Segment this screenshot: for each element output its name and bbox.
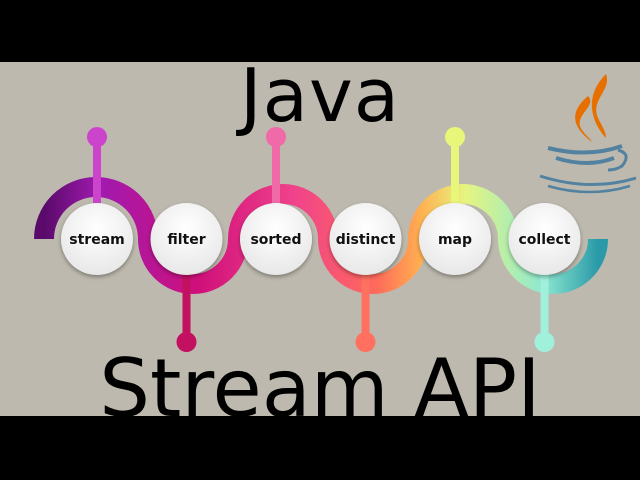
- step-node-filter: filter: [150, 203, 223, 275]
- step-label: sorted: [250, 232, 301, 248]
- step-pin-dot: [87, 127, 107, 147]
- step-pin-dot: [355, 332, 376, 352]
- top-letterbox-bar: [0, 0, 640, 62]
- step-node-sorted: sorted: [240, 203, 312, 275]
- logo-steam-right: [591, 74, 608, 138]
- step-node-circle: [240, 203, 312, 275]
- logo-cup-handle: [607, 148, 628, 172]
- logo-saucer: [539, 174, 637, 186]
- pipeline-wave: [34, 177, 608, 294]
- step-node-map: map: [419, 203, 491, 275]
- logo-steam-left: [575, 96, 592, 142]
- title-stream-api: Stream API: [99, 342, 541, 435]
- step-label: collect: [518, 232, 570, 248]
- step-label: map: [438, 232, 472, 248]
- step-pin-dot: [176, 332, 197, 352]
- step-label: distinct: [336, 232, 396, 248]
- step-pin-dot: [445, 127, 465, 147]
- title-java: Java: [239, 53, 401, 139]
- step-node-collect: collect: [508, 203, 581, 275]
- step-node-circle: [150, 203, 223, 275]
- java-logo-icon: [539, 74, 637, 194]
- logo-saucer-base: [547, 184, 631, 194]
- logo-cup-rim: [547, 144, 623, 155]
- step-pin-dot: [266, 127, 286, 147]
- logo-cup-body: [555, 156, 615, 165]
- bottom-letterbox-bar: [0, 416, 640, 480]
- step-label: stream: [69, 232, 124, 248]
- step-node-circle: [329, 203, 402, 275]
- step-label: filter: [167, 232, 205, 248]
- step-node-circle: [419, 203, 491, 275]
- step-pin-dot: [534, 332, 555, 352]
- step-node-circle: [508, 203, 581, 275]
- step-node-stream: stream: [61, 203, 133, 275]
- step-node-circle: [61, 203, 133, 275]
- step-node-distinct: distinct: [329, 203, 402, 275]
